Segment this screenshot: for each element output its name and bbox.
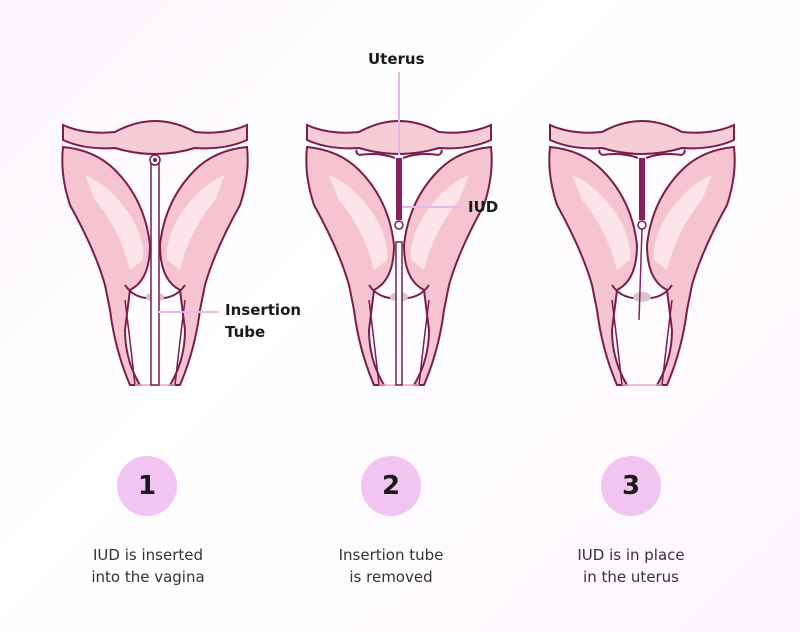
- step-3-badge: 3: [601, 456, 661, 516]
- iud-label: IUD: [468, 198, 499, 216]
- step-1-badge: 1: [117, 456, 177, 516]
- step-2-caption-line2: is removed: [349, 568, 433, 586]
- step-3-caption: IUD is in place in the uterus: [531, 544, 731, 588]
- step-2-badge: 2: [361, 456, 421, 516]
- step-1-caption-line2: into the vagina: [91, 568, 205, 586]
- step-2-caption: Insertion tube is removed: [291, 544, 491, 588]
- insertion-tube-label-line2: Tube: [225, 323, 266, 341]
- panel-3-anatomy: [548, 120, 736, 386]
- panel-2-anatomy: [305, 120, 493, 386]
- step-1-caption-line1: IUD is inserted: [93, 546, 203, 564]
- insertion-tube-label: Insertion Tube: [225, 299, 301, 343]
- panel-1-anatomy: [61, 120, 249, 386]
- step-1-caption: IUD is inserted into the vagina: [48, 544, 248, 588]
- step-2-caption-line1: Insertion tube: [338, 546, 444, 564]
- insertion-tube-label-line1: Insertion: [225, 301, 302, 319]
- step-3-caption-line2: in the uterus: [583, 568, 679, 586]
- uterus-label: Uterus: [368, 50, 425, 68]
- step-3-caption-line1: IUD is in place: [577, 546, 685, 564]
